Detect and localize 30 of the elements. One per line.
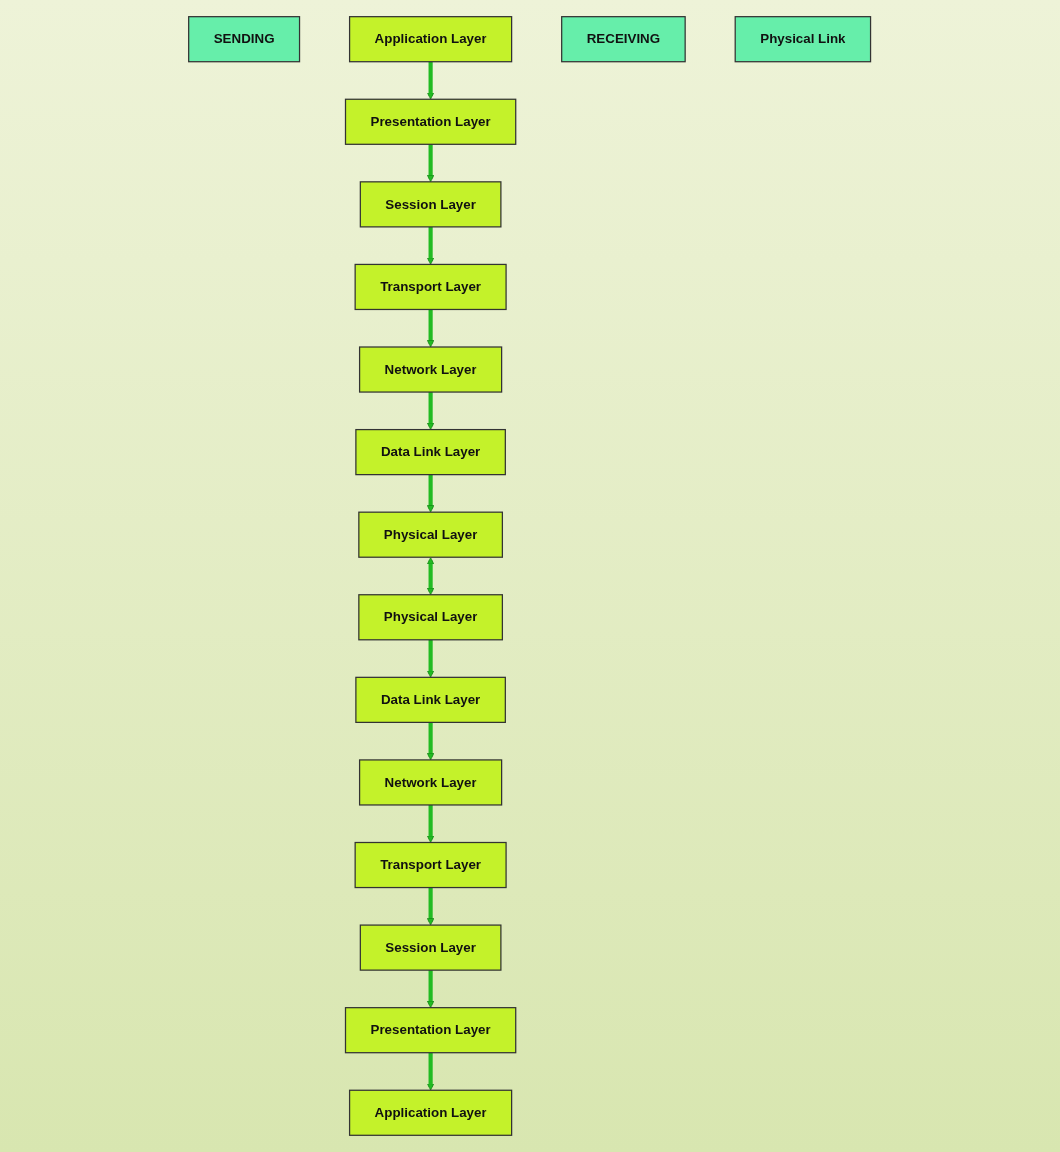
node-box: Data Link Layer [355,676,507,724]
node-box: Transport Layer [354,263,508,311]
node-box: Application Layer [349,16,513,63]
node-box: Physical Layer [358,594,504,641]
arrow [427,226,435,265]
node-box: SENDING [188,16,301,63]
node-box: Session Layer [360,924,502,971]
arrow [427,557,435,596]
arrow [427,144,435,183]
node-box: Network Layer [359,759,503,806]
arrow [427,639,435,678]
arrow [427,970,435,1008]
node-box: Physical Link [734,16,872,63]
node-box: Network Layer [359,346,503,393]
arrow [427,309,435,348]
node-box: Application Layer [349,1089,513,1136]
node-box: RECEIVING [561,16,687,63]
node-box: Data Link Layer [355,428,507,476]
arrow [427,805,435,843]
node-box: Physical Layer [358,511,504,558]
node-box: Transport Layer [354,841,508,889]
arrow [427,887,435,926]
arrow [427,474,435,513]
arrow [427,722,435,761]
node-box: Presentation Layer [345,1007,517,1054]
arrow [427,61,435,100]
node-box: Session Layer [360,181,502,228]
arrow [427,1052,435,1091]
arrow [427,392,435,430]
node-box: Presentation Layer [345,98,517,145]
